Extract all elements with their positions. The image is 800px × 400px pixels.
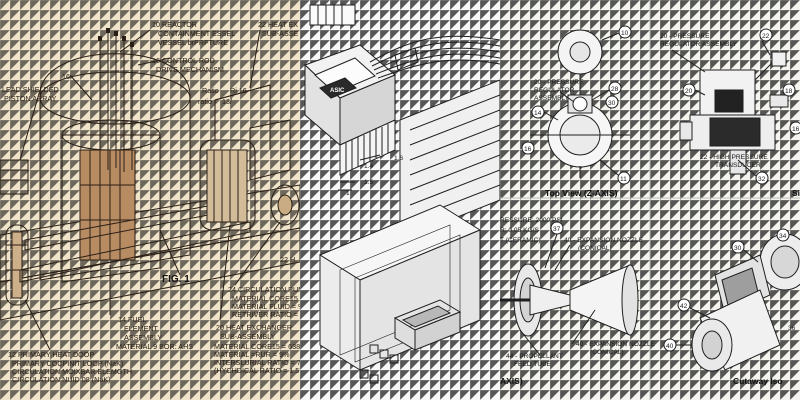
cutaway-callout-36: 36: [788, 325, 796, 332]
topview-callout-10: 10: [621, 30, 629, 37]
topview-callout-28: 28: [611, 86, 619, 93]
nozzle-spec-pressure: RESSURE: 2000 PSI: [500, 217, 563, 224]
sideview-title-fragment: Si: [792, 188, 800, 198]
topview-callout-20-line3: ASSEMBLY: [534, 95, 570, 102]
ratio-label-3: 13/: [222, 97, 232, 106]
topview-callout-16: 16: [524, 146, 532, 153]
callout-12-line3: CIRCULATION MOIXBAR ELEMGTH: [12, 367, 132, 376]
sideview-callout-20-line1: 20 - PRESSURE: [660, 33, 710, 40]
nozzle-callout-44-line1: 44 - PROPELLANT: [506, 353, 563, 360]
sideview-callout-20: 20: [685, 88, 693, 95]
callout-24-line4: RETRIVER RATIO = %: [232, 310, 300, 319]
callout-14-line4: MATERIAL 9 BOR: AHS: [116, 342, 193, 351]
nozzle-callout-40b-line2: (CONICAL): [590, 349, 624, 356]
topview-callout-20-line1: 20 - PRESSURE: [534, 79, 584, 86]
topview-callout-11: 11: [620, 176, 627, 183]
sideview-callout-32: 32: [758, 176, 766, 183]
ri-label: Ri 16: [230, 86, 247, 95]
ratio-label-2: ratio: [198, 97, 212, 106]
orthographic-views-panel: 10 28 30 14 16 11 20 - PRESSURE REGULATO…: [500, 0, 800, 400]
nozzle-callout-40-line1: 40 - EXPANSION NOZZLE: [564, 237, 644, 244]
fig-label: FIG. 1: [162, 274, 190, 285]
orthographic-views: 10 28 30 14 16 11 20 - PRESSURE REGULATO…: [500, 0, 800, 400]
callout-20-line3: MATERIAL CORE15 = 638 0C: [214, 342, 300, 351]
nozzle-callout-37: 37: [553, 226, 561, 233]
callout-lead-line2: PISTON ARRAY: [4, 94, 57, 103]
callout-20-line2: SUB-ASSEMBLY: [220, 332, 276, 341]
topview-title: Top View (Z-AXIS): [545, 188, 618, 198]
callout-lead-line1: LEAD SHIELDED: [2, 85, 59, 94]
callout-10-line3: VESSEL brPRFTURE: [158, 38, 228, 47]
callout-14-line1: 14 FUEL: [118, 315, 146, 324]
nozzle-callout-40b-line1: 40 - EXPANSION NOZZLE: [576, 341, 656, 348]
ratio-label-1: Ratio: [202, 86, 219, 95]
cutaway-callout-42: 42: [680, 303, 688, 310]
sideview-callout-16: 16: [792, 126, 800, 133]
sideview-callout-18: 18: [785, 88, 793, 95]
dimension-label-1: 1: [346, 190, 350, 197]
callout-14-line2: ELEMENT: [124, 324, 159, 333]
topview-callout-20-line2: REGULATOR: [534, 87, 575, 94]
cutaway-title-fragment: Cutaway Iso: [733, 376, 783, 386]
callout-20-line4: MATERIAL =RUR = 9%: [214, 350, 290, 359]
callout-12-line4: CIRCULATION NUID 08 (NaK): [12, 375, 111, 384]
callout-24-line3: MATERIAL FLUID = %: [232, 302, 300, 311]
sideview-callout-22-line2: TRANSDUCER: [715, 162, 761, 169]
topview-callout-14: 14: [534, 110, 542, 117]
cutaway-callout-30: 30: [734, 245, 742, 252]
callout-12-line2: PRIMARY COCPINIT LOOP (NaK): [12, 359, 123, 368]
nozzle-callout-40-line2: (CONICAL): [578, 245, 612, 252]
callout-14-line3: ASSEMBLY: [124, 333, 162, 342]
nozzle-spec-flow: R: 0.05 KG/S: [500, 227, 539, 234]
sideview-callout-22: 22: [762, 33, 770, 40]
asic-chip-label: ASIC: [330, 88, 345, 94]
callout-10-line1: 10 REACTOR: [152, 20, 197, 29]
cutaway-callout-34: 34: [779, 233, 787, 240]
dimension-label-1-5: 1.5: [364, 179, 373, 186]
sideview-callout-22-line1: 22 - HIGH PRESSURE: [700, 154, 768, 161]
electronics-diagram-panel: ASIC: [300, 0, 500, 400]
nozzle-callout-44-line2: FEED TUBE: [514, 361, 551, 368]
callout-16: 16: [62, 72, 70, 81]
callout-24-line2: MATERIAL CORE15 = 0.0: [232, 294, 300, 303]
callout-12-line1: 12 PRIMARY HEAT DOOP: [8, 350, 94, 359]
callout-control-rod-line2: DRIVE MECHANISM: [156, 65, 224, 74]
callout-24-line1: 24 CIRCULATION PUM: [228, 285, 300, 294]
nozzle-spec-ceramic: T (CERAMIC): [500, 237, 541, 244]
callout-22-right: 22 H: [280, 255, 295, 264]
callout-20-line1: 20 HEAT EXCHANGER: [216, 323, 292, 332]
callout-22-line2: SUB-ASSE: [262, 29, 299, 38]
nozzle-view-title-fragment: AXIS): [500, 376, 523, 386]
callout-22-line1: 22 HEAT EX: [258, 20, 298, 29]
callout-control-rod-line1: 16 CONTROL ROD: [152, 56, 215, 65]
topview-callout-30: 30: [608, 100, 616, 107]
callout-20-line5: INTERSLURIAL RATIO = 7.1%: [214, 358, 300, 367]
reactor-diagram-panel: 10 REACTOR CONTAINMENT ESSEL VESSEL brPR…: [0, 0, 300, 400]
callout-10-line2: CONTAINMENT ESSEL: [158, 29, 235, 38]
electronics-diagram: ASIC: [300, 0, 500, 400]
cutaway-callout-40: 40: [666, 343, 674, 350]
dimension-label-1-4: 1.4: [364, 163, 373, 170]
callout-20-line6: (HYCHDICAL RATIO = 1.577): [214, 366, 300, 375]
dimension-label-1-6: 1.6: [394, 155, 403, 162]
reactor-diagram: 10 REACTOR CONTAINMENT ESSEL VESSEL brPR…: [0, 0, 300, 400]
sideview-callout-20-line2: REGULATOR ASSEMBLY: [660, 41, 738, 48]
